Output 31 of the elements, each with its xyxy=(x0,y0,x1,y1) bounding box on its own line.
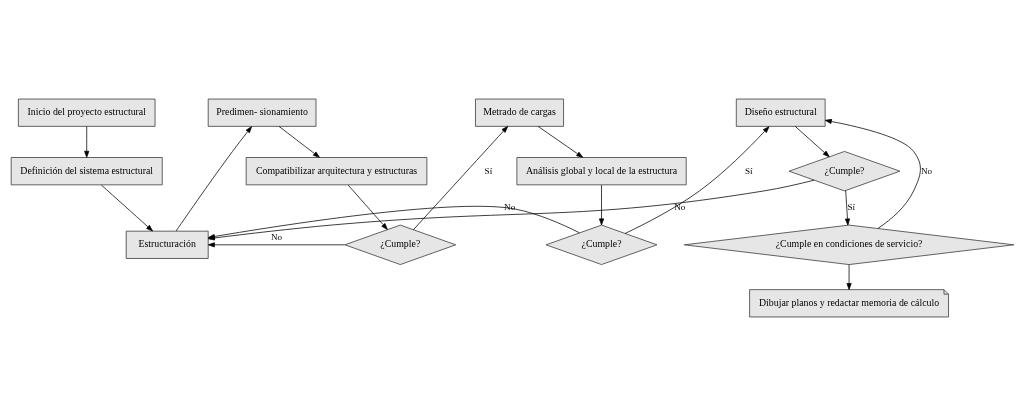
arrow xyxy=(413,125,509,230)
arrow xyxy=(207,241,346,247)
arrow xyxy=(537,125,584,158)
edge-label: Sí xyxy=(745,165,753,176)
node-box: Estructuración xyxy=(125,230,209,259)
arrow xyxy=(824,118,921,229)
arrow xyxy=(794,125,830,157)
node-diamond: ¿Cumple en condiciones de servicio? xyxy=(683,224,1015,265)
arrow xyxy=(347,184,388,230)
arrow xyxy=(845,189,850,225)
node-box: Compatibilizar arquitectura y estructuras xyxy=(245,156,428,185)
edge-label: Sí xyxy=(847,201,856,212)
arrow xyxy=(101,184,153,231)
edge-label: Sí xyxy=(484,165,493,176)
arrow xyxy=(278,125,320,158)
edge-label: No xyxy=(504,201,516,212)
arrow xyxy=(175,125,252,231)
node-box: Metrado de cargas xyxy=(475,98,564,127)
edge-label: No xyxy=(920,165,933,176)
edge-label: No xyxy=(674,201,686,212)
arrow xyxy=(84,125,90,158)
node-box: Definición del sistema estructural xyxy=(10,156,163,185)
node-box: Inicio del proyecto estructural xyxy=(18,98,156,127)
arrow xyxy=(599,184,605,225)
node-diamond: ¿Cumple? xyxy=(545,224,658,265)
arrow xyxy=(624,125,770,234)
node-box: Diseño estructural xyxy=(735,98,826,127)
node-box: Predimen- sionamiento xyxy=(207,98,317,127)
arrow xyxy=(846,264,852,290)
edge-label: No xyxy=(270,231,283,242)
node-box: Análisis global y local de la estructura xyxy=(516,156,687,185)
